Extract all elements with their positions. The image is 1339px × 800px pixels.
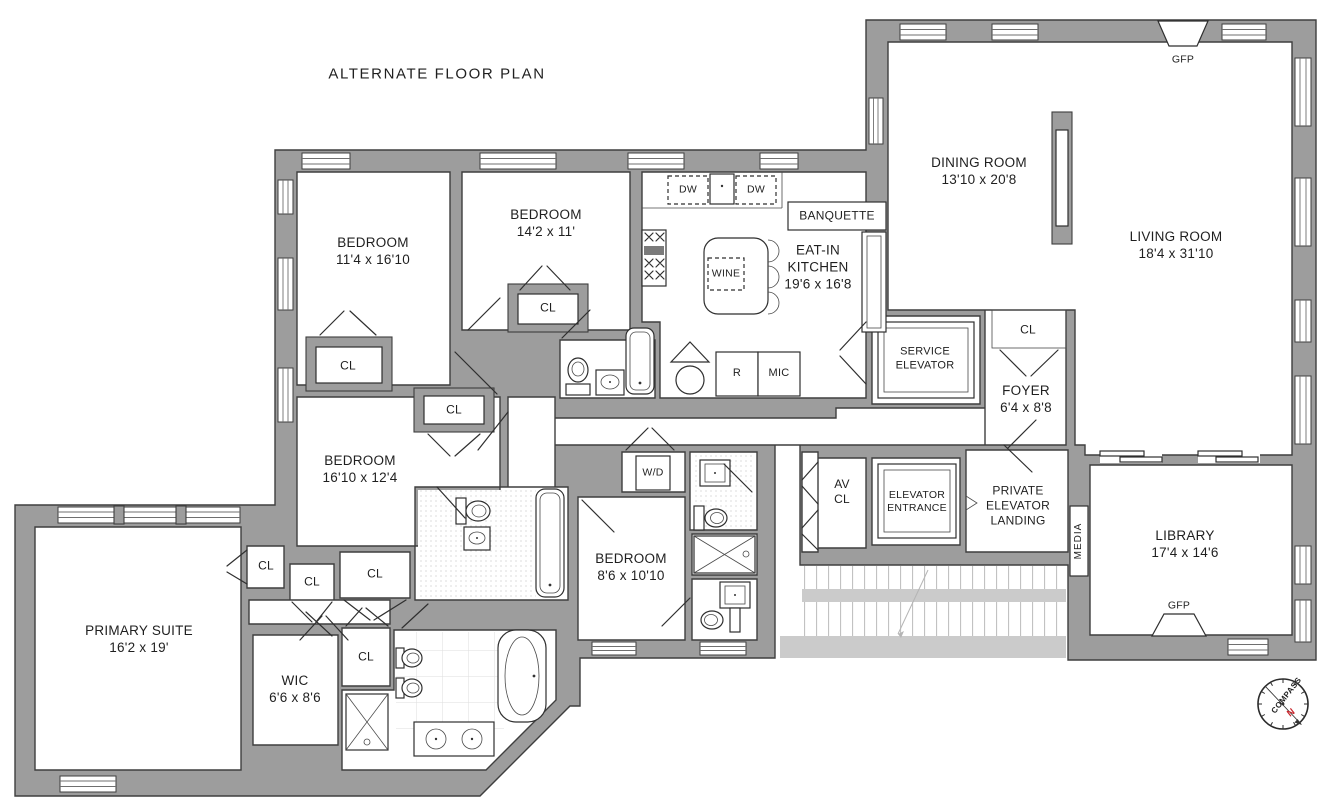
label-elevator-entrance: ELEVATOR ENTRANCE (887, 488, 947, 514)
label-closet-foyer: CL (1020, 322, 1036, 337)
label-private-landing: PRIVATE ELEVATOR LANDING (985, 483, 1051, 528)
label-dw-left: DW (679, 183, 697, 196)
primary-shower (345, 693, 389, 751)
hall-bath-toilet (455, 497, 491, 525)
primary-double-vanity (413, 721, 495, 757)
compass-logo: COMPASS N (1257, 675, 1309, 730)
label-banquette: BANQUETTE (799, 208, 875, 223)
primary-toilet (395, 647, 423, 669)
top-bath-toilet (693, 505, 728, 531)
media-wall (1069, 505, 1089, 577)
kitchen-sink-top (709, 173, 735, 205)
label-media: MEDIA (1072, 522, 1084, 560)
refrigerator-box (715, 351, 759, 397)
hall-closet-box (413, 387, 495, 433)
kitchen-counter (642, 172, 783, 209)
service-elevator-shaft (877, 321, 975, 399)
staircase (780, 566, 1066, 658)
label-washer-dryer: W/D (642, 466, 664, 479)
dishwasher-left (667, 175, 709, 205)
kitchen-prep-sink (669, 341, 711, 395)
pocket-door-icon (1099, 449, 1260, 463)
bottom-bath-toilet (700, 607, 741, 633)
dining-living-divider (1051, 111, 1073, 245)
primary-bidet (395, 677, 423, 699)
door-leaves (226, 265, 1059, 641)
label-closet-hall: CL (446, 402, 462, 417)
foyer-closet-box (991, 309, 1067, 349)
private-elevator-shaft (877, 463, 978, 539)
bottom-bath-sink (719, 581, 751, 609)
bedroom1-closet-box (305, 336, 393, 392)
windows (57, 23, 1312, 793)
label-refrigerator: R (732, 367, 742, 380)
kitchen-bath-sink (595, 369, 625, 396)
plan-title: ALTERNATE FLOOR PLAN (328, 65, 546, 83)
walls (14, 19, 1317, 797)
label-dw-right: DW (747, 183, 765, 196)
label-closet-bed1: CL (340, 358, 356, 373)
label-gfp-top: GFP (1171, 53, 1195, 66)
microwave-box (757, 351, 801, 397)
banquette-bench (787, 201, 887, 333)
kitchen-island (703, 237, 780, 315)
label-closet-wic: CL (358, 649, 374, 664)
dishwasher-right (735, 175, 777, 205)
primary-soaking-tub (497, 629, 547, 723)
middle-shower (693, 535, 756, 574)
label-closet-bed2: CL (540, 300, 556, 315)
kitchen-bath-toilet (565, 357, 591, 396)
fireplace-top (1157, 20, 1209, 47)
label-gfp-bottom: GFP (1167, 599, 1191, 612)
hall-bath-tub (535, 488, 565, 598)
label-av-closet: AV CL (834, 477, 850, 506)
label-wine: WINE (711, 267, 741, 280)
label-closet-b: CL (304, 574, 320, 589)
hall-bath-sink (463, 526, 491, 551)
label-service-elevator: SERVICE ELEVATOR (895, 345, 955, 371)
label-closet-a: CL (258, 558, 274, 573)
stove (641, 229, 667, 287)
label-microwave: MIC (768, 367, 790, 380)
washer-dryer-box (635, 455, 671, 491)
fireplace-bottom (1150, 613, 1208, 637)
top-bath-sink (699, 459, 731, 487)
bedroom2-closet-box (507, 283, 589, 333)
label-closet-c: CL (367, 566, 383, 581)
kitchen-bath-tub (625, 327, 655, 395)
